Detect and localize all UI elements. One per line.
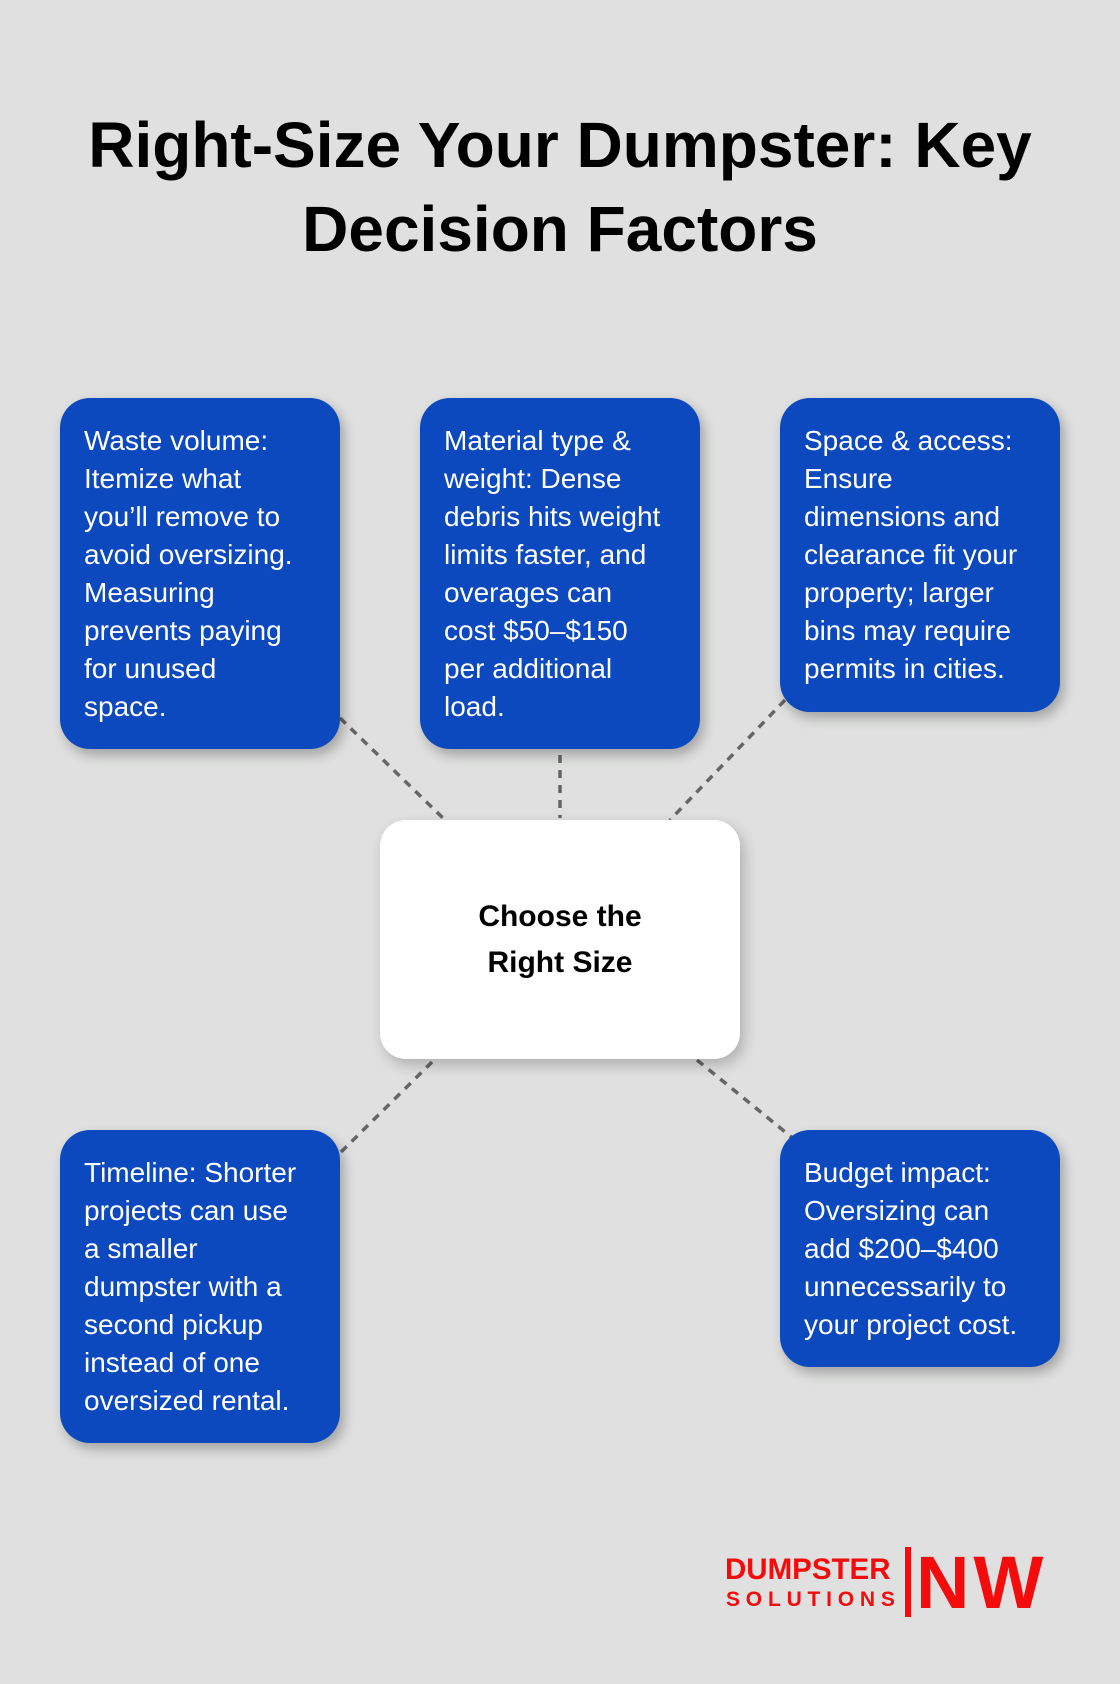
card-text-line: load. (444, 691, 505, 722)
card-text-line: prevents paying (84, 615, 282, 646)
card-text-line: avoid oversizing. (84, 539, 293, 570)
card-text-line: a smaller (84, 1233, 198, 1264)
card-text-line: projects can use (84, 1195, 288, 1226)
card-text-line: Material type & (444, 425, 631, 456)
card-text-line: your project cost. (804, 1309, 1018, 1340)
logo-divider (905, 1547, 911, 1617)
logo-text-dumpster: DUMPSTER (725, 1553, 891, 1586)
card-text-line: weight: Dense (444, 463, 622, 494)
page-title: Right-Size Your Dumpster: Key Decision F… (0, 103, 1120, 271)
card-text-line: unnecessarily to (804, 1271, 1007, 1302)
factor-card-budget-impact: Budget impact: Oversizing can add $200–$… (780, 1130, 1060, 1367)
card-text-line: debris hits weight (444, 501, 661, 532)
card-text-line: Measuring (84, 577, 215, 608)
connector-waste-volume (338, 716, 447, 822)
card-text-line: clearance fit your (804, 539, 1018, 570)
factor-card-material-type: Material type & weight: Dense debris hit… (420, 398, 700, 749)
connector-timeline (336, 1060, 434, 1157)
card-text-line: Timeline: Shorter (84, 1157, 297, 1188)
logo-text-solutions: SOLUTIONS (726, 1588, 901, 1611)
connector-space-access (668, 698, 787, 822)
card-text-line: dumpster with a (84, 1271, 282, 1302)
central-node: Choose the Right Size (380, 820, 740, 1059)
card-text-line: Ensure (804, 463, 893, 494)
card-text-line: add $200–$400 (804, 1233, 999, 1264)
card-text-line: Oversizing can (804, 1195, 990, 1226)
title-line-2: Decision Factors (302, 193, 818, 265)
central-node-line-2: Right Size (487, 945, 633, 979)
card-text-line: cost $50–$150 (444, 615, 628, 646)
connector-budget-impact (695, 1058, 797, 1142)
card-text-line: dimensions and (804, 501, 1001, 532)
card-text-line: space. (84, 691, 167, 722)
logo-mark-nw: NW (916, 1541, 1048, 1624)
card-text-line: Itemize what (84, 463, 242, 494)
card-text-line: property; larger (804, 577, 994, 608)
card-text-line: for unused (84, 653, 217, 684)
card-text-line: overages can (444, 577, 613, 608)
card-text-line: second pickup (84, 1309, 264, 1340)
card-text-line: you’ll remove to (84, 501, 281, 532)
card-text-line: bins may require (804, 615, 1011, 646)
card-text-line: Budget impact: (804, 1157, 991, 1188)
factor-card-timeline: Timeline: Shorter projects can use a sma… (60, 1130, 340, 1443)
card-text-line: oversized rental. (84, 1385, 290, 1416)
card-text-line: Space & access: (804, 425, 1013, 456)
card-text-line: instead of one (84, 1347, 260, 1378)
brand-logo: DUMPSTER SOLUTIONS NW (725, 1545, 1065, 1620)
card-text-line: per additional (444, 653, 613, 684)
central-node-line-1: Choose the (478, 899, 642, 933)
factor-card-waste-volume: Waste volume: Itemize what you’ll remove… (60, 398, 340, 749)
factor-card-space-access: Space & access: Ensure dimensions and cl… (780, 398, 1060, 712)
card-text-line: limits faster, and (444, 539, 647, 570)
title-line-1: Right-Size Your Dumpster: Key (88, 109, 1032, 181)
card-text-line: Waste volume: (84, 425, 269, 456)
card-text-line: permits in cities. (804, 653, 1005, 684)
